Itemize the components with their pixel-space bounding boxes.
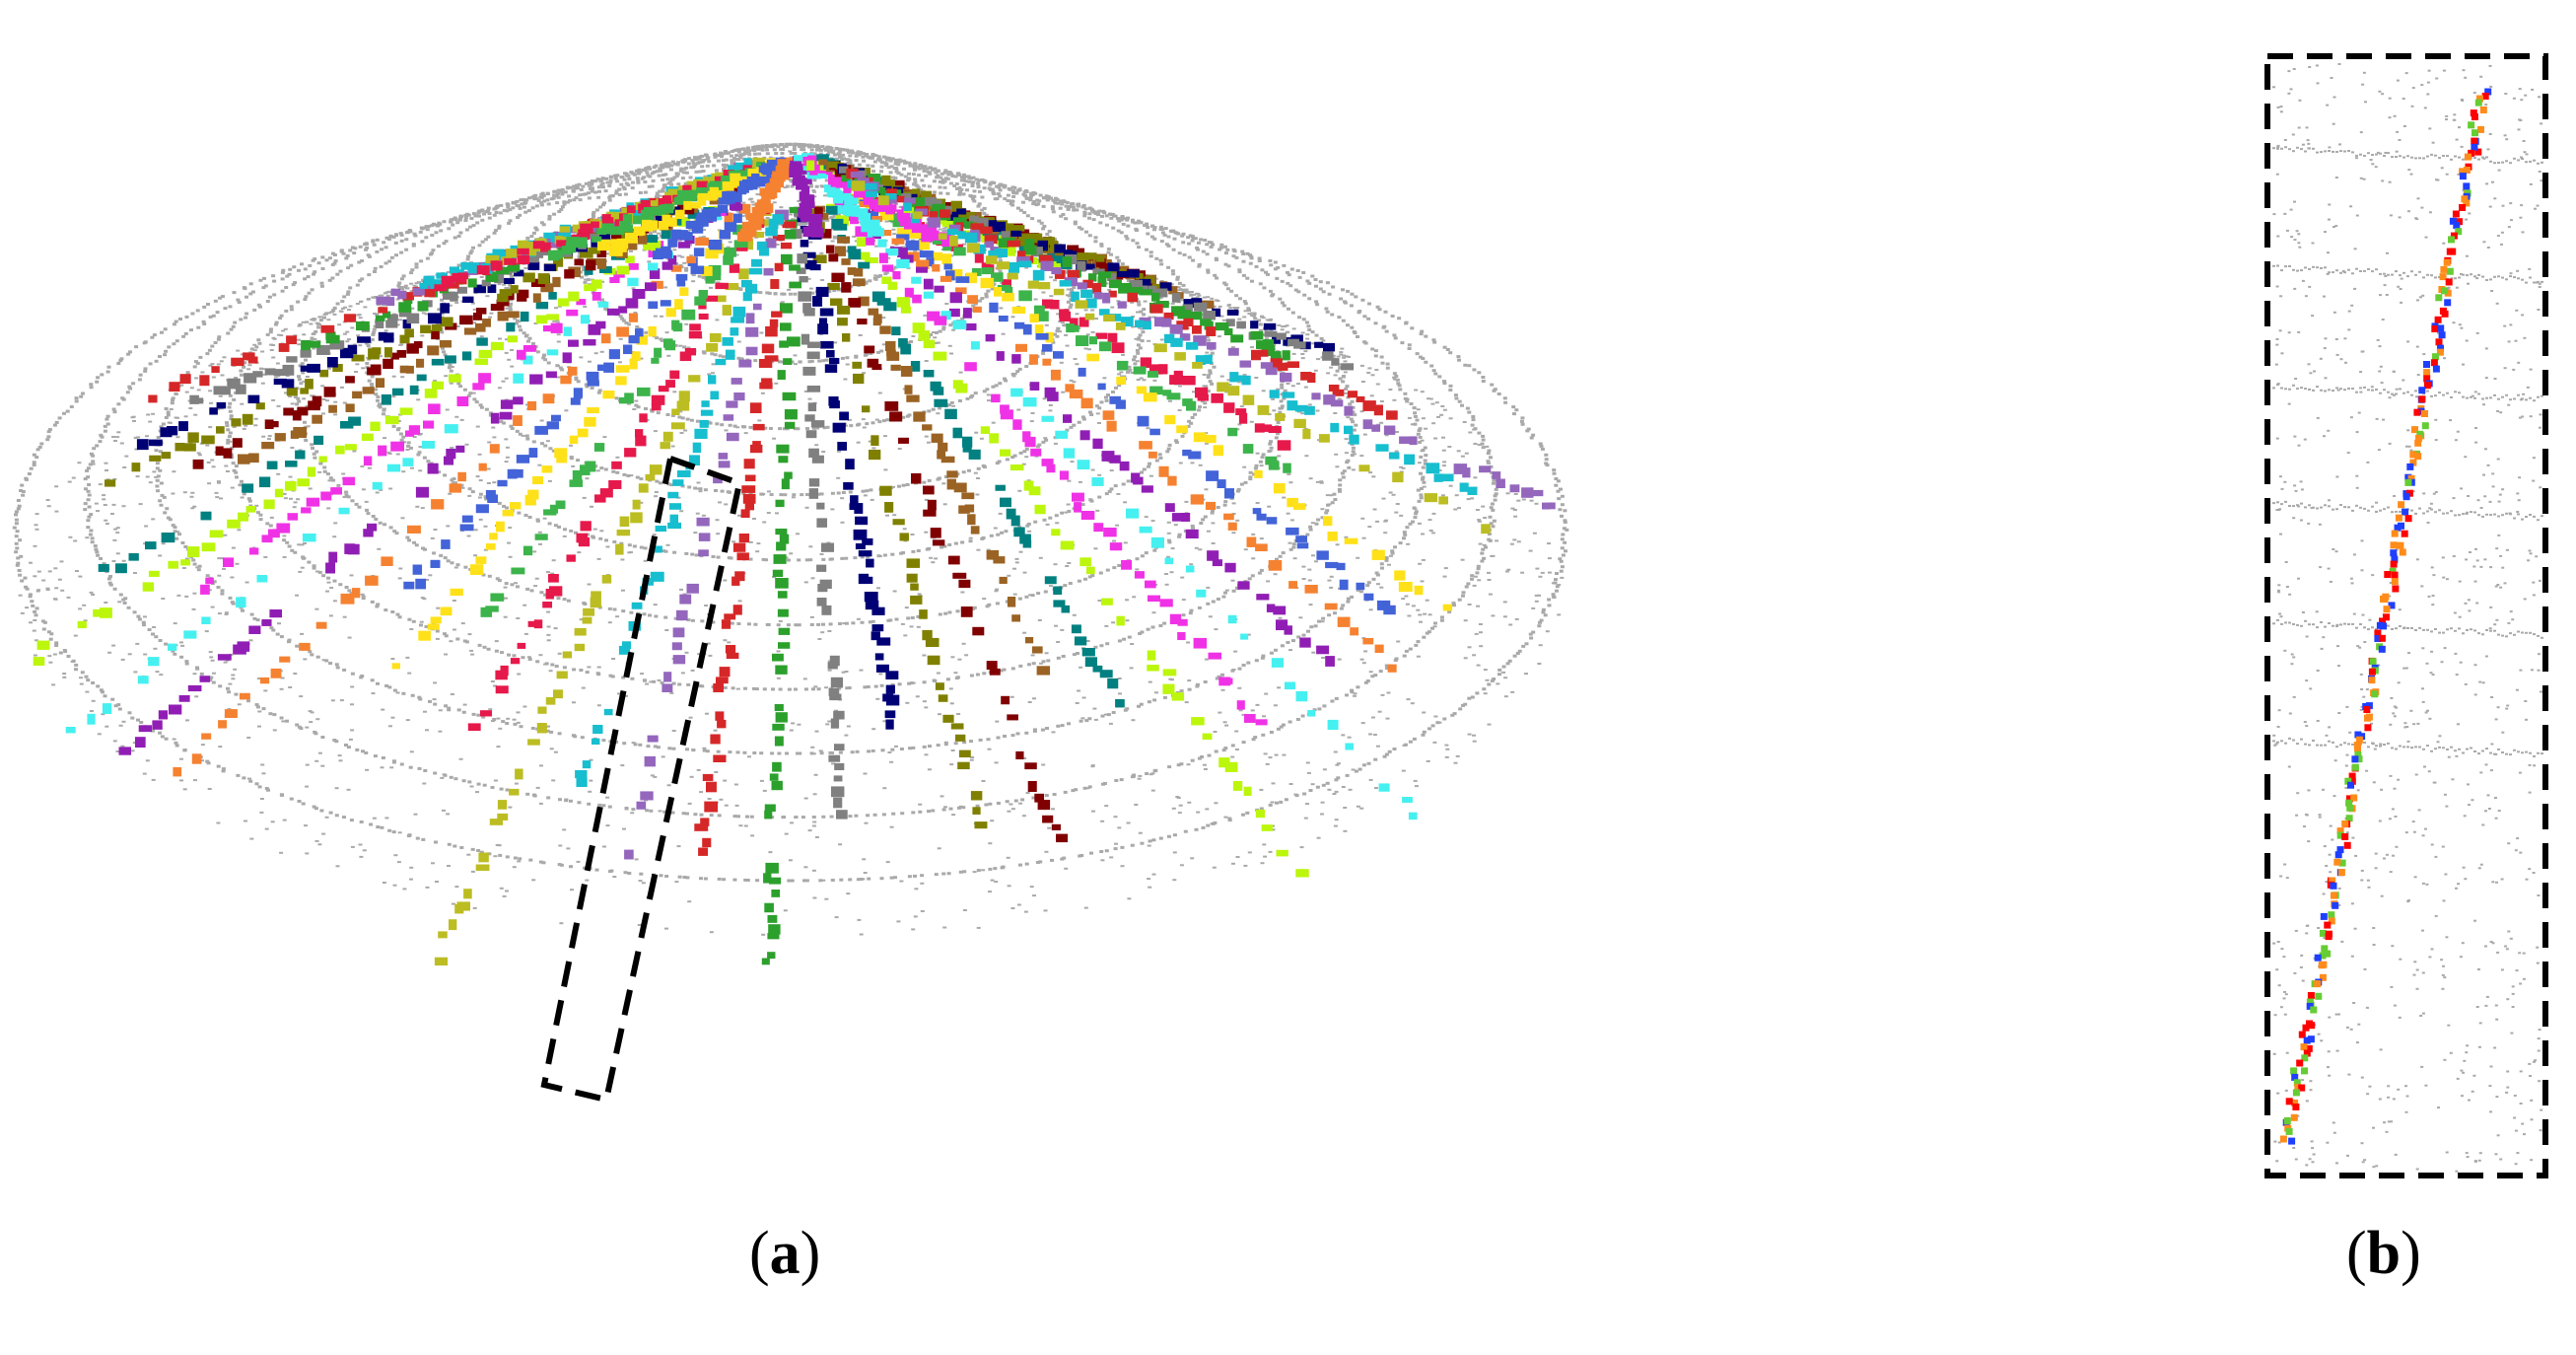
panel-b-highlighted-line-points	[2279, 88, 2492, 1145]
panel-b-background-points	[2272, 63, 2543, 1173]
panel-a-caption: (a)	[749, 1220, 821, 1287]
panel-a-highlight-box	[540, 455, 743, 1104]
panel-b-zoomed-view	[2264, 53, 2548, 1178]
panel-b-highlight-box	[2264, 53, 2548, 1178]
panel-a-caption-letter: a	[769, 1220, 801, 1287]
panel-a-segmented-lines	[33, 153, 1556, 966]
panel-b-caption-letter: b	[2366, 1220, 2402, 1287]
panel-a-point-cloud	[12, 142, 1569, 1104]
panel-b-caption: (b)	[2346, 1220, 2421, 1287]
